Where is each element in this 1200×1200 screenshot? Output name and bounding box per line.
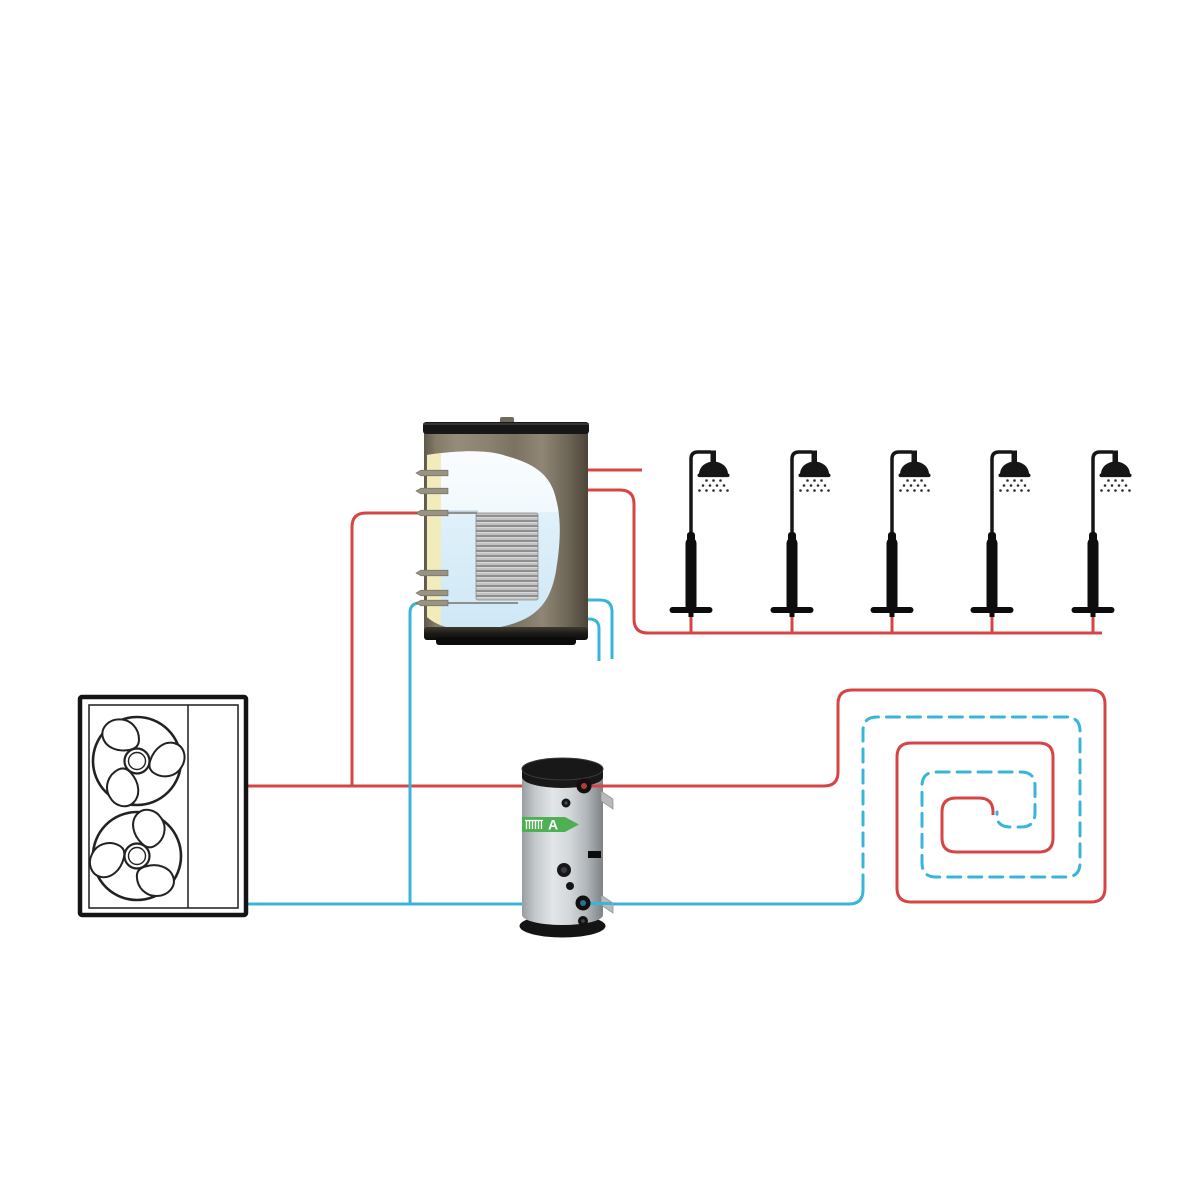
port: [566, 882, 574, 890]
hot-pipe-supply-and-floor-loop: [248, 688, 1107, 904]
cold-pipe-stub-inner: [587, 617, 601, 661]
heat-pump-inner-panel: [88, 704, 239, 909]
cold-pipe-stub-outer: [587, 598, 614, 659]
buffer-body: [522, 759, 603, 925]
cold-pipe-tank-coil-return: [408, 601, 424, 904]
tank-base: [436, 637, 576, 645]
floor-heating-return-pipe: [861, 715, 1082, 890]
energy-label-text: A: [548, 817, 558, 833]
buffer-ports: [557, 778, 592, 926]
fan-icon: [77, 698, 203, 819]
tank-fittings: [415, 469, 518, 607]
fan-icon: [73, 790, 208, 924]
piping: [248, 468, 1107, 906]
shower: [1069, 448, 1134, 619]
hot-water-storage-tank: [415, 417, 589, 645]
hot-pipe-shower-stubs: [689, 614, 1095, 633]
heat-exchanger-coil: [475, 512, 539, 601]
buffer-bracket: [600, 790, 614, 810]
shower: [968, 448, 1033, 619]
shower: [768, 448, 833, 619]
cold-pipe-return-main: [248, 886, 865, 906]
heat-pump-outdoor-unit: [73, 694, 249, 924]
shower-row: [667, 448, 1134, 619]
tank-bottom-band: [424, 627, 588, 640]
shower: [868, 448, 933, 619]
hot-pipe-shower-manifold: [587, 488, 1102, 635]
tank-insulation-layer: [427, 451, 441, 631]
energy-label: A: [522, 817, 579, 833]
hot-pipe-tank-coil-inlet: [350, 511, 424, 786]
buffer-thermowell: [588, 851, 601, 858]
shower: [667, 448, 732, 619]
